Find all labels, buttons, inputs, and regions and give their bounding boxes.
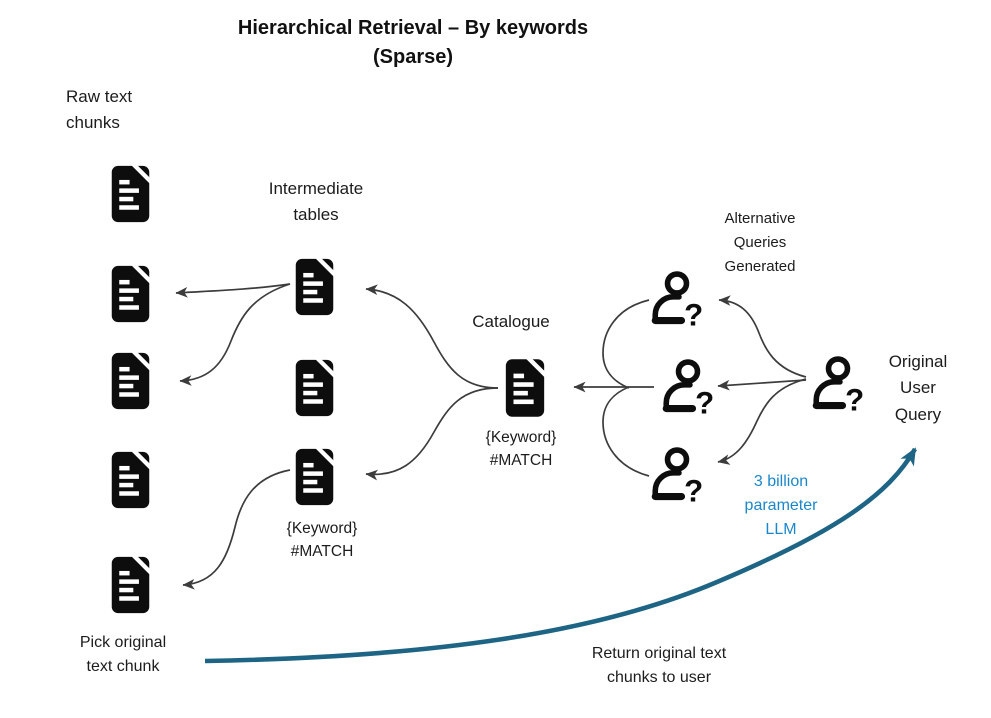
- pick-original-chunk-label: Pick original text chunk: [79, 634, 167, 675]
- intermediate-table-document-icon: [292, 257, 337, 317]
- arrow-catalogue-to-intermediate1: [365, 284, 499, 389]
- intermediate-tables-label: Intermediate tables: [268, 179, 364, 224]
- arrow-user-to-query1: [718, 295, 807, 378]
- arrow-catalogue-to-intermediate3: [365, 387, 499, 481]
- alt-query-person-question-icon: ?: [647, 271, 707, 327]
- diagram-title: Hierarchical Retrieval – By keywords (Sp…: [237, 17, 589, 68]
- arrow-user-to-query3: [717, 378, 807, 465]
- raw-chunk-document-icon: [108, 451, 153, 509]
- arrow-intermediate1-to-raw3: [179, 283, 291, 386]
- raw-chunk-document-icon: [108, 165, 153, 223]
- arrow-intermediate3-to-raw5: [182, 469, 291, 590]
- branch-query1-to-catalogue: [602, 299, 650, 389]
- svg-text:?: ?: [695, 385, 714, 415]
- alt-query-person-question-icon: ?: [658, 359, 718, 415]
- svg-text:?: ?: [684, 473, 703, 503]
- arrow-intermediate1-to-raw2: [175, 283, 291, 298]
- original-user-person-question-icon: ?: [808, 356, 868, 412]
- catalogue-keyword-match-label: {Keyword} #MATCH: [485, 429, 557, 470]
- return-chunks-label: Return original text chunks to user: [591, 645, 727, 686]
- intermediate-table-document-icon: [292, 358, 337, 418]
- branch-query3-to-catalogue: [602, 386, 650, 477]
- catalogue-document-icon: [502, 357, 548, 419]
- original-user-query-label: Original User Query: [888, 352, 948, 424]
- alt-query-person-question-icon: ?: [647, 447, 707, 503]
- raw-chunk-document-icon: [108, 265, 153, 323]
- raw-text-chunks-label: Raw text chunks: [66, 87, 133, 132]
- svg-text:?: ?: [684, 297, 703, 327]
- intermediate-keyword-match-label: {Keyword} #MATCH: [286, 520, 358, 561]
- svg-text:?: ?: [845, 382, 864, 412]
- arrow-user-to-query2: [717, 379, 807, 391]
- arrow-return-chunks-to-user: [204, 447, 917, 664]
- alternative-queries-label: Alternative Queries Generated: [724, 210, 796, 275]
- catalogue-label: Catalogue: [472, 312, 550, 331]
- raw-chunk-document-icon: [108, 556, 153, 614]
- raw-chunk-document-icon: [108, 352, 153, 410]
- llm-parameter-note: 3 billion parameter LLM: [744, 473, 818, 538]
- intermediate-table-document-icon: [292, 447, 337, 507]
